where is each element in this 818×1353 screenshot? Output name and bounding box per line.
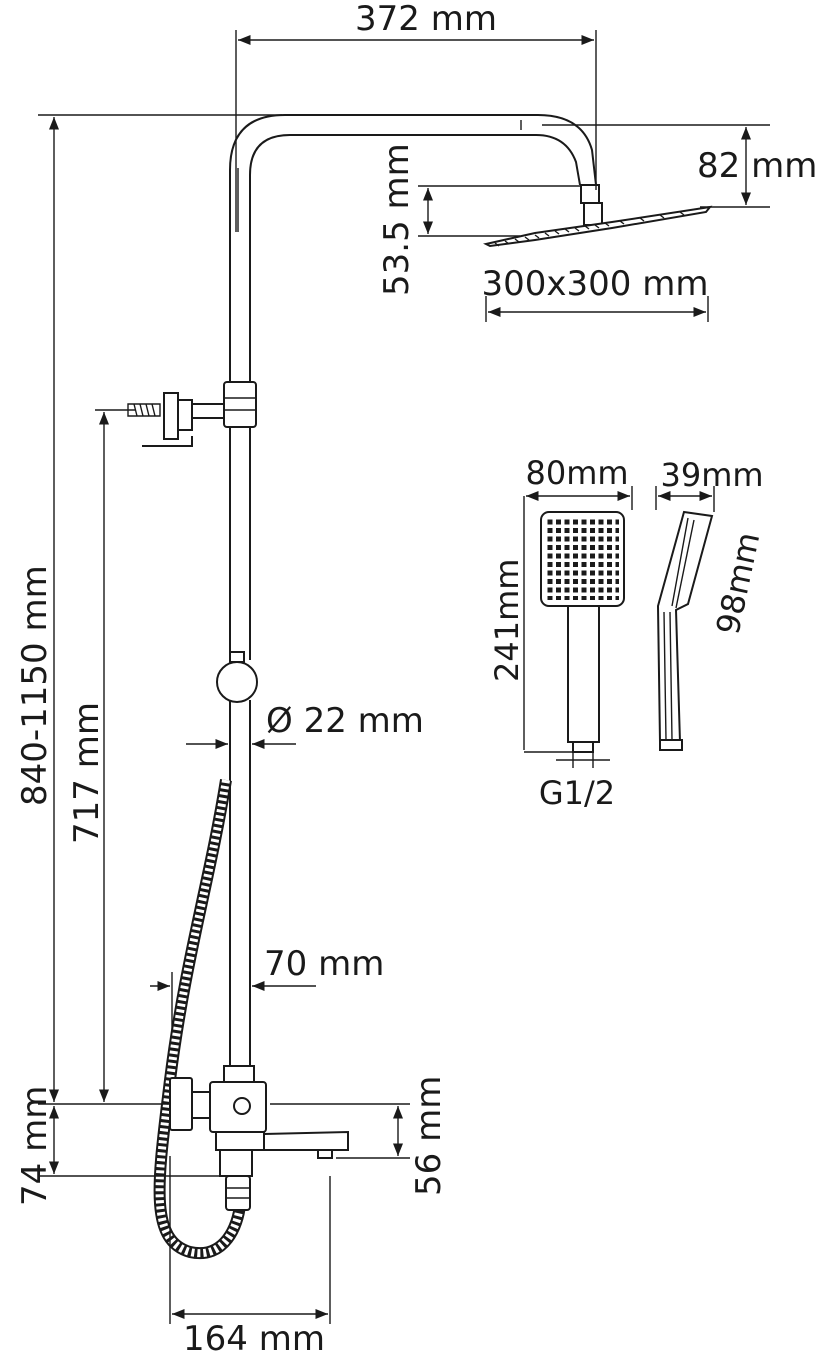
shower-hose <box>153 779 246 1260</box>
dimension-hand-width: 80mm <box>523 454 633 750</box>
label-mixer-height: 74 mm <box>15 1086 55 1206</box>
dimension-mixer-height: 74 mm <box>15 1086 222 1206</box>
slide-holder <box>216 651 258 703</box>
label-hose-offset: 70 mm <box>264 944 384 984</box>
bath-spout <box>263 1130 349 1159</box>
label-spout-height: 56 mm <box>409 1076 449 1196</box>
dimension-hose-offset: 70 mm <box>150 944 384 1030</box>
dimension-pipe-diameter: Ø 22 mm <box>186 701 424 750</box>
dimension-overall-width: 372 mm <box>235 0 597 232</box>
dimension-hand-depth: 39mm <box>655 456 764 512</box>
label-head-drop: 82 mm <box>697 146 817 186</box>
dimension-connection: G1/2 <box>539 752 615 812</box>
label-hand-depth: 39mm <box>660 456 763 494</box>
shower-arm <box>229 114 597 385</box>
hand-shower-side <box>656 510 714 751</box>
dimension-rail-height: 717 mm <box>67 412 110 1102</box>
label-connection: G1/2 <box>539 774 615 812</box>
label-head-length: 98mm <box>709 529 768 638</box>
wall-bracket <box>95 392 225 447</box>
dimension-total-height: 840-1150 mm <box>15 114 282 1102</box>
label-head-size: 300x300 mm <box>482 264 709 304</box>
dimension-head-size: 300x300 mm <box>482 264 709 322</box>
vertical-pipe <box>229 425 251 1068</box>
label-pipe-diameter: Ø 22 mm <box>266 701 424 741</box>
label-spout-reach: 164 mm <box>183 1319 325 1353</box>
label-overall-width: 372 mm <box>355 0 497 39</box>
dimension-spout-height: 56 mm <box>270 1076 449 1196</box>
hand-shower-front <box>540 511 625 753</box>
label-head-thickness: 53.5 mm <box>377 143 417 296</box>
dimension-head-drop: 82 mm <box>542 124 817 208</box>
mixer-valve <box>169 1065 267 1211</box>
dimension-hand-length: 241mm <box>488 559 573 753</box>
label-total-height: 840-1150 mm <box>15 565 55 806</box>
label-hand-width: 80mm <box>525 454 628 492</box>
pipe-coupling <box>223 381 257 428</box>
dimension-spout-reach: 164 mm <box>169 1156 331 1353</box>
shower-head <box>483 184 713 248</box>
label-rail-height: 717 mm <box>67 702 107 844</box>
label-hand-length: 241mm <box>488 559 526 682</box>
dimension-head-thickness: 53.5 mm <box>377 143 582 296</box>
dimension-head-length: 98mm <box>709 529 768 638</box>
